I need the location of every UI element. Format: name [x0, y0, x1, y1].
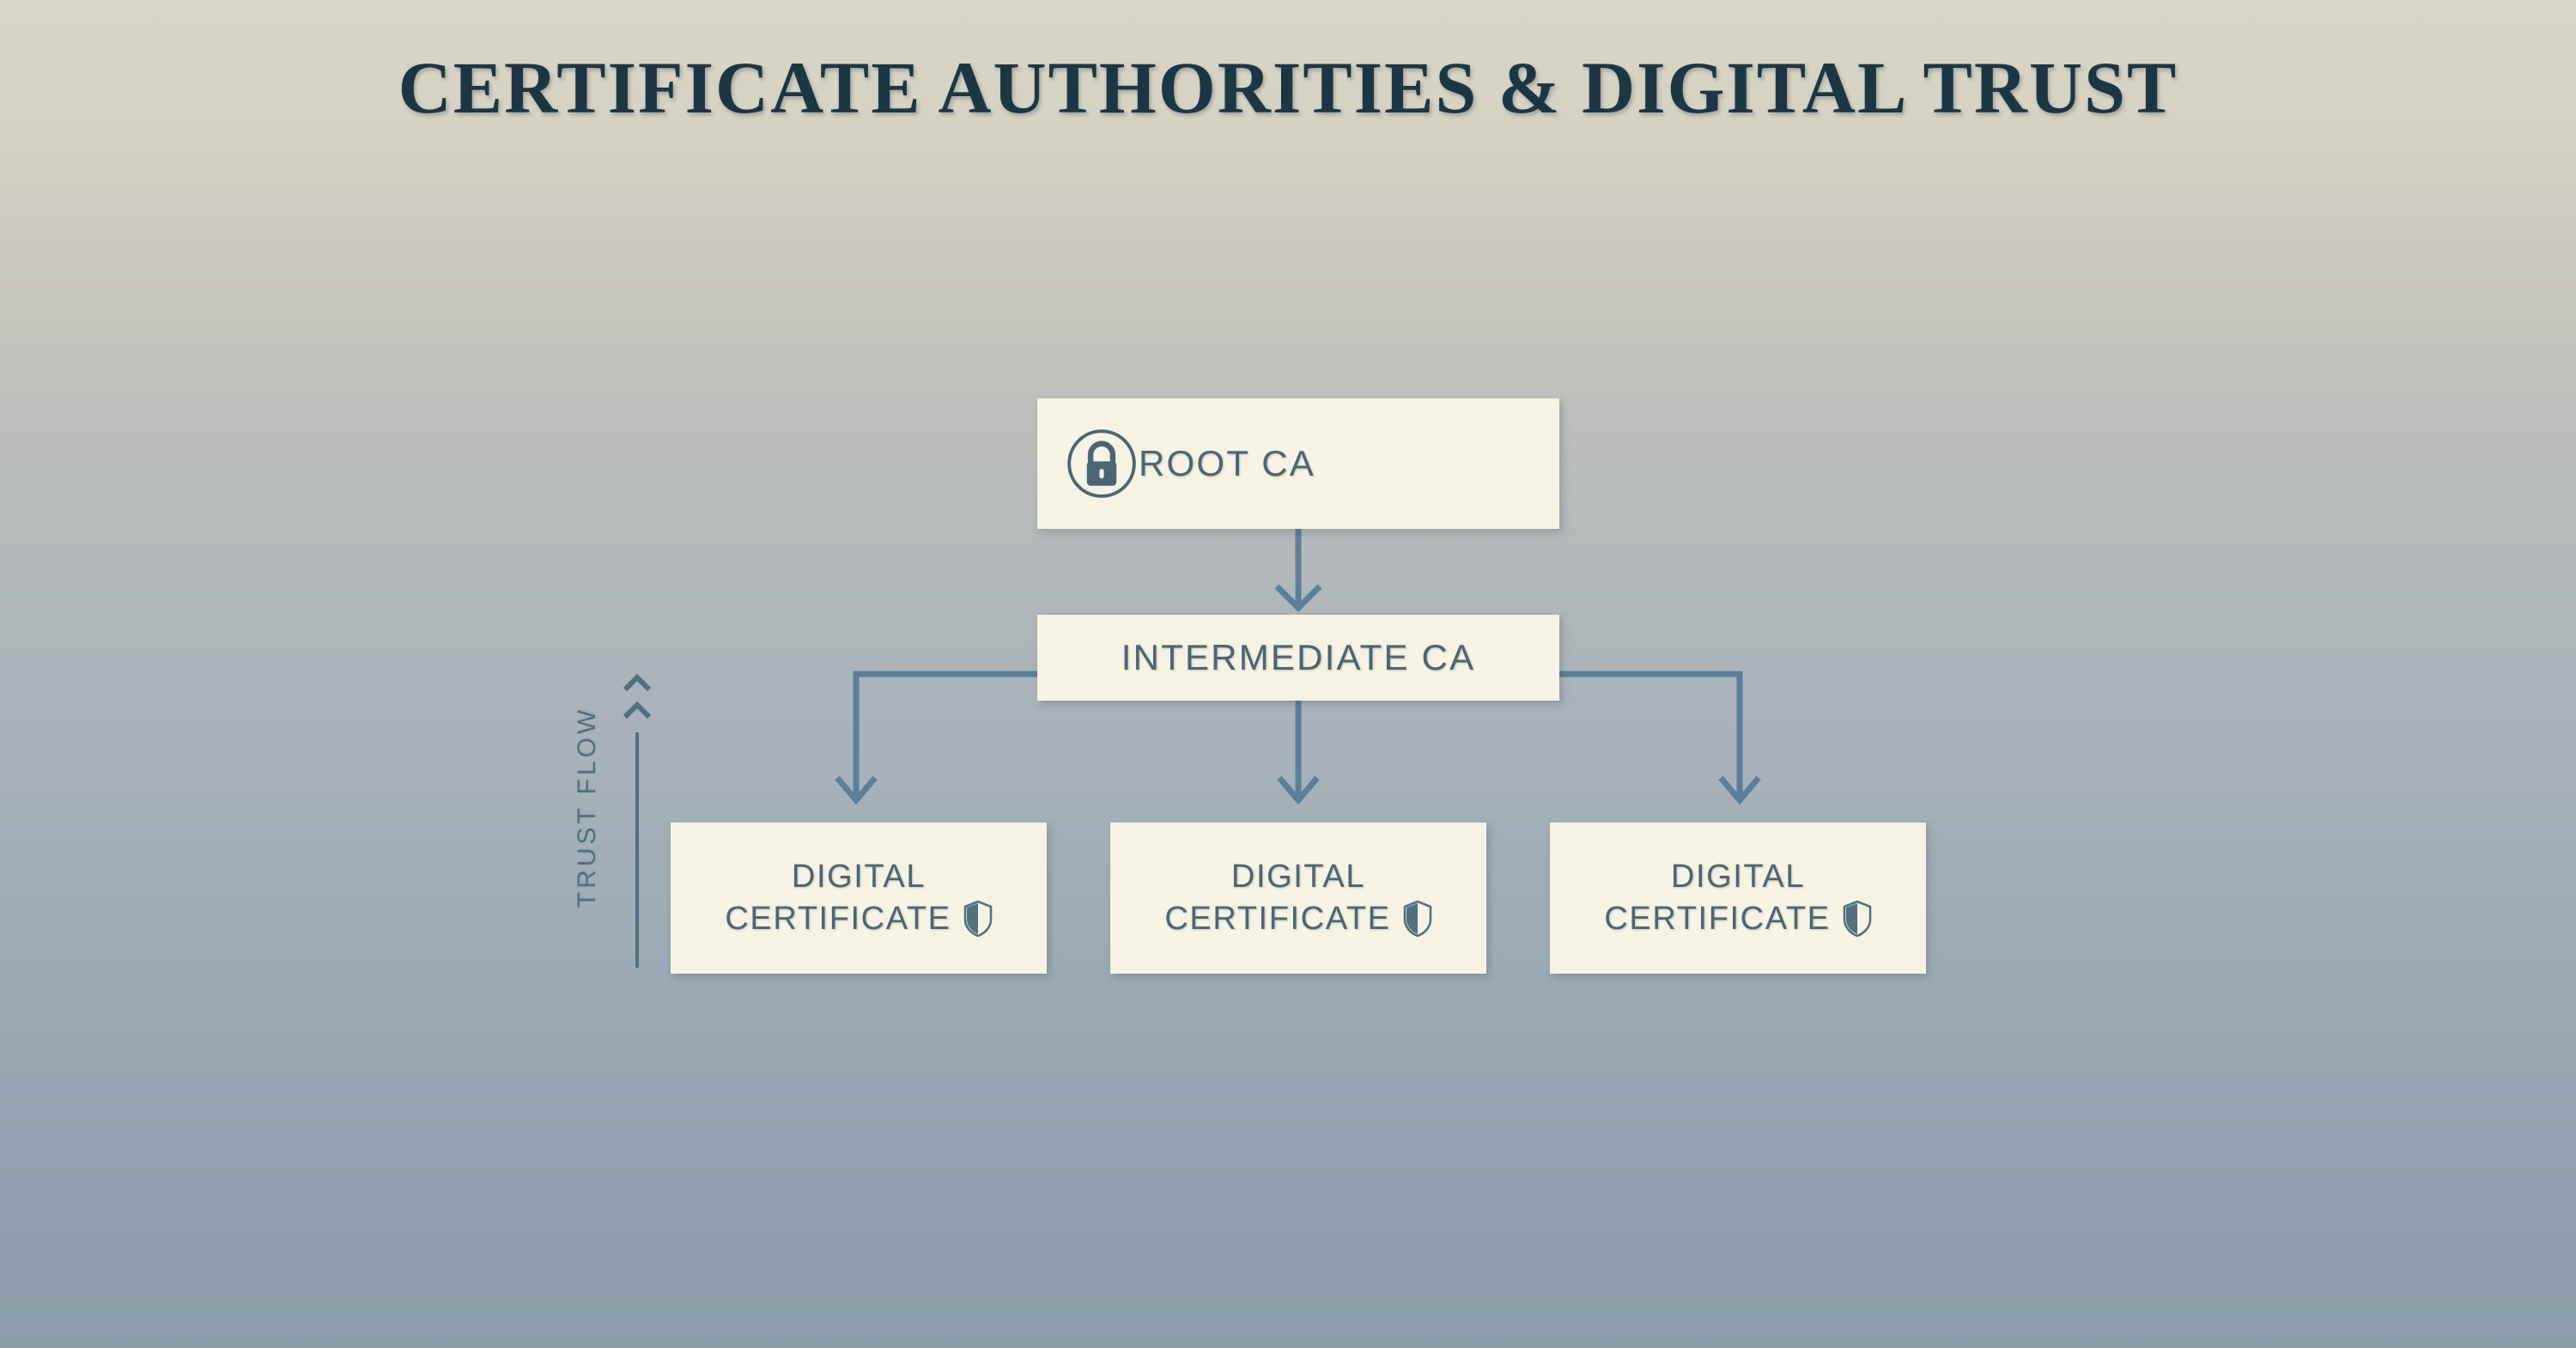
node-digital-certificate-2[interactable]: DIGITAL CERTIFICATE [1110, 823, 1486, 974]
node-digital-certificate-1-text: DIGITAL CERTIFICATE [725, 856, 992, 939]
cert-line1: DIGITAL [1670, 859, 1806, 896]
arrowhead-root-to-intermediate [1274, 584, 1322, 612]
connector-intermediate-to-cert-1 [853, 671, 1037, 798]
cert-line2: CERTIFICATE [725, 901, 951, 937]
node-intermediate-ca[interactable]: INTERMEDIATE CA [1037, 615, 1559, 701]
node-root-ca-label: ROOT CA [1139, 443, 1315, 484]
trust-flow-arrow [623, 673, 652, 968]
cert-line2: CERTIFICATE [1604, 901, 1831, 937]
cert-line2-row: CERTIFICATE [1164, 898, 1431, 940]
arrowhead-cert-3 [1718, 775, 1761, 805]
cert-line2: CERTIFICATE [1164, 901, 1391, 937]
shield-icon [963, 901, 992, 938]
cert-line2-row: CERTIFICATE [1604, 898, 1871, 940]
node-digital-certificate-3-text: DIGITAL CERTIFICATE [1604, 856, 1871, 939]
cert-line2-row: CERTIFICATE [725, 898, 992, 940]
shield-icon [1403, 901, 1431, 938]
cert-line1: DIGITAL [791, 859, 927, 896]
arrowhead-cert-2 [1277, 775, 1320, 805]
node-intermediate-ca-label: INTERMEDIATE CA [1121, 637, 1476, 678]
node-digital-certificate-3[interactable]: DIGITAL CERTIFICATE [1550, 823, 1926, 974]
node-root-ca[interactable]: ROOT CA [1037, 398, 1559, 529]
trust-flow-label: TRUST FLOW [573, 706, 601, 908]
node-digital-certificate-2-text: DIGITAL CERTIFICATE [1164, 856, 1431, 939]
shield-icon [1843, 901, 1871, 938]
page-title: CERTIFICATE AUTHORITIES & DIGITAL TRUST [398, 46, 2178, 129]
arrowhead-cert-1 [835, 775, 878, 805]
node-digital-certificate-1[interactable]: DIGITAL CERTIFICATE [671, 823, 1047, 974]
trust-flow-indicator: TRUST FLOW [541, 665, 661, 975]
connector-intermediate-to-cert-3 [1559, 671, 1743, 798]
chevron-up-icon-bottom [623, 701, 652, 720]
cert-line1: DIGITAL [1230, 859, 1366, 896]
chevron-up-icon-top [623, 673, 652, 692]
lock-icon [1067, 429, 1136, 498]
